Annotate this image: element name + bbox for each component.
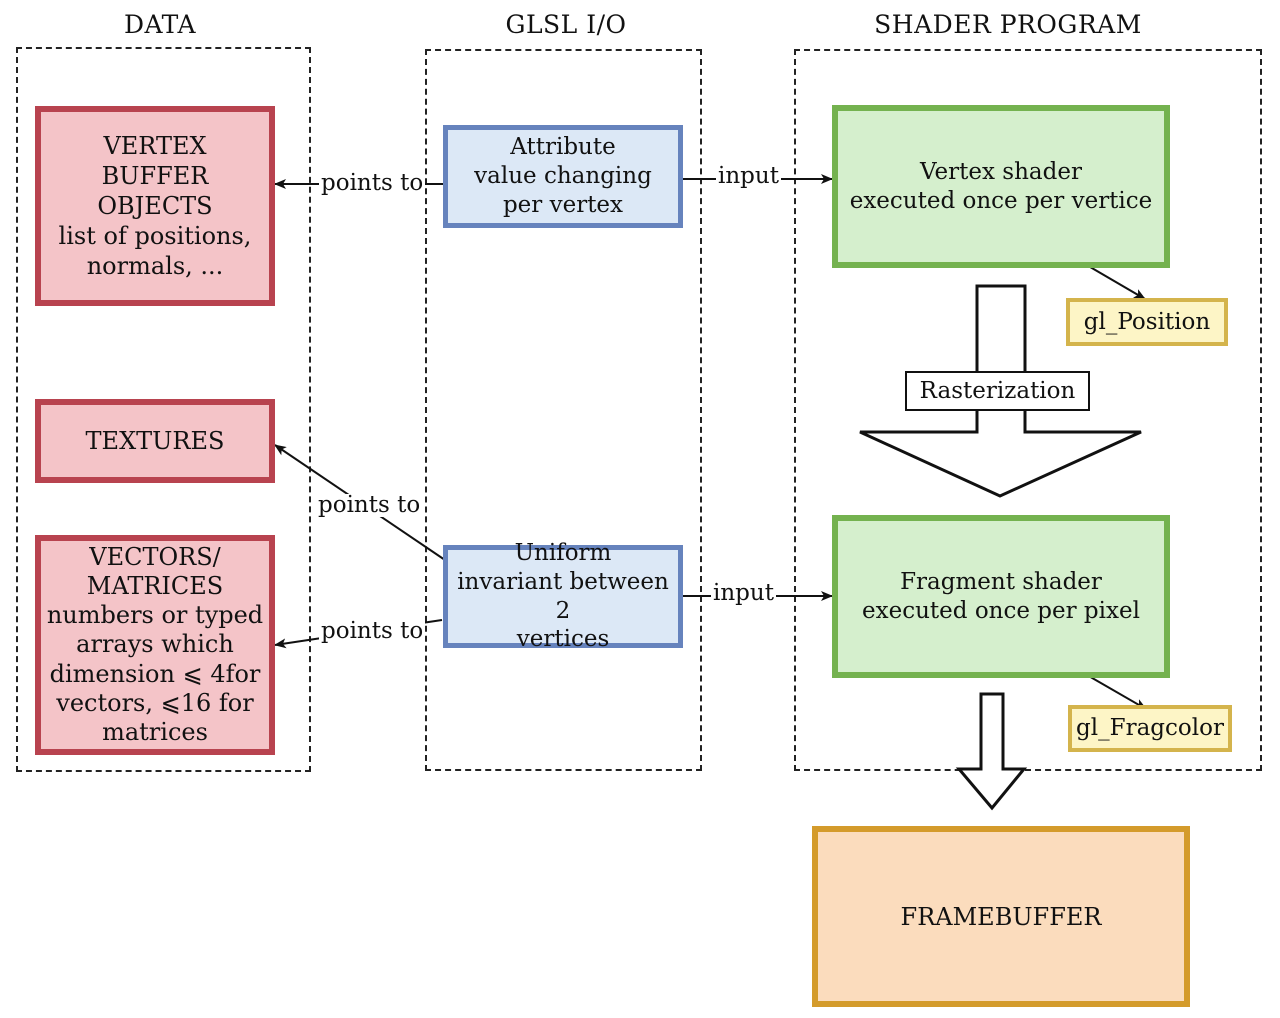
data-panel — [16, 47, 311, 772]
fragment-shader-line-1: Fragment shader — [900, 568, 1102, 595]
vectors-line-2: MATRICES — [86, 571, 224, 600]
vertex-shader-line-1: Vertex shader — [920, 158, 1082, 185]
shader-program-panel — [794, 49, 1262, 771]
arrow-vertex-to-gl-position — [1084, 263, 1146, 300]
framebuffer-arrow — [955, 692, 1028, 811]
fragment-shader-line-2: executed once per pixel — [862, 597, 1140, 624]
fragment-shader-box: Fragment shader executed once per pixel — [832, 515, 1170, 678]
column-title-shader-program: SHADER PROGRAM — [874, 10, 1142, 39]
textures-box: TEXTURES — [35, 399, 275, 483]
points-to-label-textures: points to — [316, 492, 423, 518]
attribute-line-1: Attribute — [510, 134, 616, 161]
vertex-shader-box: Vertex shader executed once per vertice — [832, 105, 1170, 268]
attribute-line-3: per vertex — [502, 191, 624, 218]
gl-position-label: gl_Position — [1083, 308, 1211, 335]
input-label-vertex: input — [716, 163, 781, 189]
arrow-fragment-to-gl-fragcolor — [1086, 674, 1147, 710]
attribute-box: Attribute value changing per vertex — [443, 125, 683, 228]
vectors-line-7: matrices — [102, 718, 208, 747]
framebuffer-box: FRAMEBUFFER — [812, 826, 1190, 1007]
gl-position-box: gl_Position — [1066, 298, 1228, 346]
vbo-line-5: normals, ... — [86, 252, 224, 280]
vbo-line-1: VERTEX — [103, 132, 207, 160]
column-title-data: DATA — [123, 10, 197, 39]
points-to-label-vbo: points to — [319, 170, 426, 196]
uniform-line-1: Uniform — [514, 540, 612, 566]
gl-fragcolor-box: gl_Fragcolor — [1068, 705, 1232, 752]
vertex-buffer-objects-box: VERTEX BUFFER OBJECTS list of positions,… — [35, 106, 275, 306]
vectors-line-6: vectors, ⩽16 for — [56, 688, 254, 717]
input-label-fragment: input — [711, 580, 776, 606]
vbo-line-4: list of positions, — [58, 222, 252, 250]
vectors-line-4: arrays which — [76, 630, 234, 659]
column-title-glsl-io: GLSL I/O — [505, 10, 627, 39]
vbo-line-2: BUFFER — [101, 162, 209, 190]
framebuffer-label: FRAMEBUFFER — [900, 902, 1102, 931]
vertex-shader-line-2: executed once per vertice — [849, 187, 1153, 214]
attribute-line-2: value changing — [474, 163, 652, 190]
rasterization-label: Rasterization — [905, 371, 1090, 411]
textures-label: TEXTURES — [85, 427, 225, 455]
vectors-line-5: dimension ⩽ 4for — [49, 659, 261, 688]
glsl-io-panel — [425, 49, 702, 771]
uniform-line-2: invariant between 2 — [457, 568, 669, 624]
vectors-line-3: numbers or typed — [46, 601, 264, 630]
gl-fragcolor-label: gl_Fragcolor — [1076, 715, 1224, 742]
uniform-line-3: vertices — [516, 626, 610, 653]
vectors-matrices-box: VECTORS/ MATRICES numbers or typed array… — [35, 535, 275, 755]
points-to-label-vectors: points to — [319, 618, 426, 644]
vectors-line-1: VECTORS/ — [89, 542, 221, 571]
uniform-box: Uniform invariant between 2 vertices — [443, 540, 683, 652]
vbo-line-3: OBJECTS — [97, 192, 213, 220]
